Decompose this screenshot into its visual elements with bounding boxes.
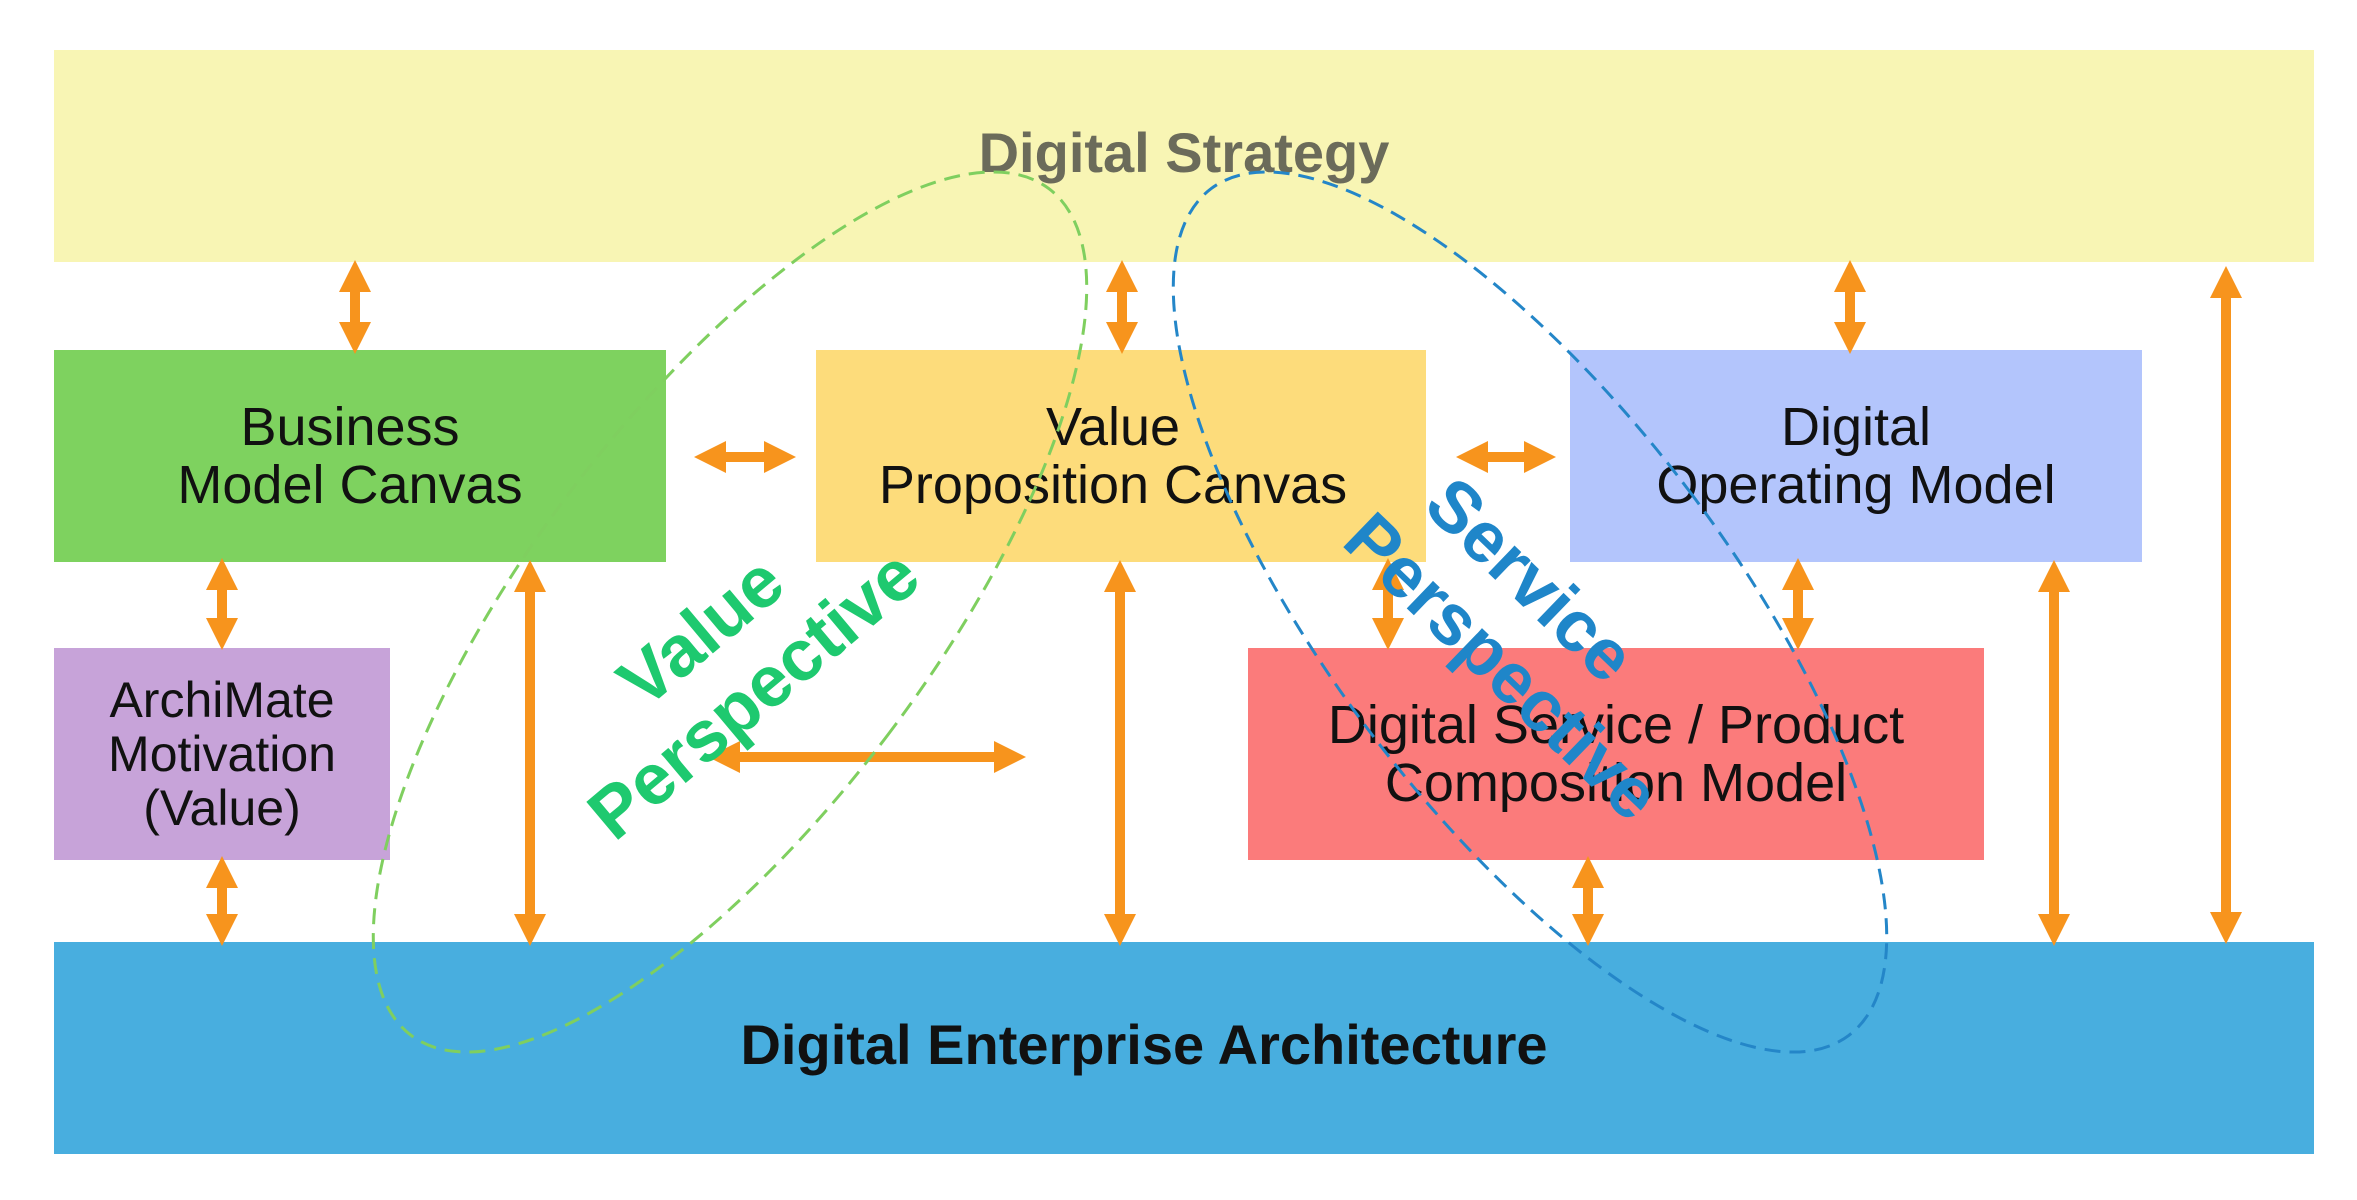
digital-strategy-label: Digital Strategy	[978, 120, 1390, 184]
digital-service-composition-box: Digital Service / Product Composition Mo…	[1248, 648, 1984, 860]
archimate-motivation-box: ArchiMate Motivation (Value)	[54, 648, 390, 860]
value-proposition-canvas-box: Value Proposition Canvas	[816, 350, 1426, 562]
value-proposition-canvas-line2: Proposition Canvas	[878, 455, 1348, 515]
digital-service-composition-line1: Digital Service / Product	[1327, 694, 1905, 755]
value-proposition-canvas-line1: Value	[1045, 396, 1181, 457]
business-model-canvas-box: Business Model Canvas	[54, 350, 666, 562]
archimate-motivation-line3: (Value)	[143, 780, 301, 836]
value-perspective-ellipse	[371, 170, 1089, 1054]
digital-enterprise-architecture-band: Digital Enterprise Architecture	[54, 942, 2314, 1154]
digital-operating-model-line1: Digital	[1780, 396, 1932, 457]
business-model-canvas-line1: Business	[240, 396, 460, 457]
digital-operating-model-box: Digital Operating Model	[1570, 350, 2142, 562]
archimate-motivation-line2: Motivation	[108, 726, 336, 782]
digital-operating-model-line2: Operating Model	[1656, 455, 2056, 515]
value-perspective-label: Value Perspective	[573, 534, 934, 855]
archimate-motivation-line1: ArchiMate	[109, 672, 335, 728]
digital-service-composition-line2: Composition Model	[1384, 753, 1848, 813]
service-perspective-label: Service Perspective	[1329, 462, 1675, 836]
digital-enterprise-architecture-label: Digital Enterprise Architecture	[740, 1012, 1548, 1076]
service-perspective-ellipse	[1171, 170, 1889, 1054]
business-model-canvas-line2: Model Canvas	[177, 455, 523, 515]
